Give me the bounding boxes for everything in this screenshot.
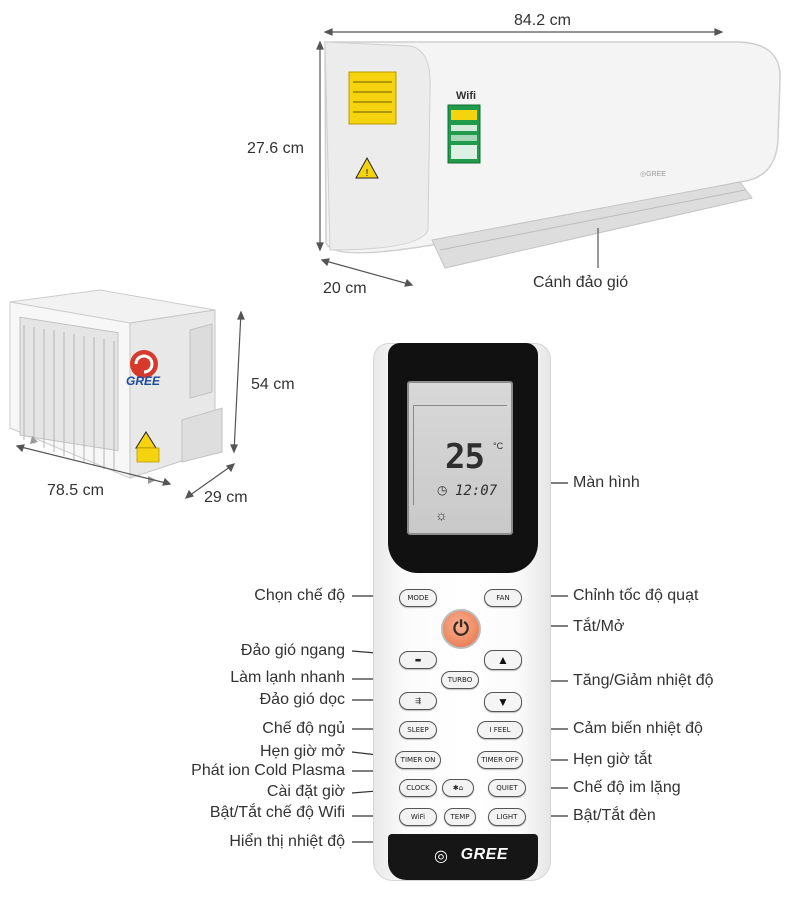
callout-temp-display: Hiển thị nhiệt độ	[229, 833, 345, 850]
indoor-width-label: 84.2 cm	[514, 12, 571, 29]
callout-timer-on: Hẹn giờ mở	[259, 743, 345, 760]
horizontal-swing-icon: ▬	[414, 656, 422, 664]
remote-brand: GREE	[460, 846, 508, 863]
svg-text:!: !	[366, 168, 369, 179]
callout-display: Màn hình	[573, 474, 640, 491]
callout-cold-plasma: Phát ion Cold Plasma	[191, 762, 345, 779]
sun-icon: ☼	[435, 507, 448, 523]
light-button[interactable]: LIGHT	[488, 808, 526, 826]
plasma-icon: ✱⌂	[452, 784, 464, 792]
clock-button[interactable]: CLOCK	[399, 779, 437, 797]
mode-button[interactable]: MODE	[399, 589, 437, 607]
callout-horizontal-swing: Đảo gió ngang	[240, 642, 345, 659]
temp-up-button[interactable]: ▲	[484, 650, 522, 670]
svg-text:◎GREE: ◎GREE	[640, 171, 666, 178]
fan-button[interactable]: FAN	[484, 589, 522, 607]
callout-temp-up-down: Tăng/Giảm nhiệt độ	[573, 672, 714, 689]
outdoor-height-label: 54 cm	[251, 376, 295, 393]
indoor-depth-label: 20 cm	[323, 280, 367, 297]
callout-vertical-swing: Đảo gió dọc	[259, 691, 345, 708]
outdoor-unit	[9, 289, 223, 484]
callout-sleep-mode: Chế độ ngủ	[262, 720, 345, 737]
outdoor-depth-label: 29 cm	[204, 489, 248, 506]
callout-temp-sensor: Cảm biến nhiệt độ	[573, 720, 703, 737]
temp-button[interactable]: TEMP	[444, 808, 476, 826]
outdoor-width-label: 78.5 cm	[47, 482, 104, 499]
outdoor-dimension-lines	[15, 310, 245, 499]
callout-wifi-toggle: Bật/Tắt chế độ Wifi	[209, 804, 345, 821]
lcd-temperature: 25	[445, 437, 485, 477]
timer-off-button[interactable]: TIMER OFF	[477, 751, 523, 769]
callout-turbo-cool: Làm lạnh nhanh	[230, 669, 345, 686]
wifi-badge: Wifi	[456, 90, 477, 102]
wifi-button[interactable]: WiFi	[399, 808, 437, 826]
remote-control: 25 °C ◷ 12:07 ☼ MODE FAN ⏻ ▬ ▲ TURBO ⇶ ▼…	[373, 343, 551, 881]
turbo-button[interactable]: TURBO	[441, 671, 479, 689]
callout-quiet-mode: Chế độ im lặng	[573, 779, 681, 796]
clock-icon: ◷	[437, 483, 448, 497]
temp-down-button[interactable]: ▼	[484, 692, 522, 712]
remote-brand-strip: GREE ◎	[388, 834, 538, 880]
callout-on-off: Tắt/Mở	[573, 618, 625, 635]
vane-label: Cánh đảo gió	[533, 274, 629, 291]
remote-display-bezel: 25 °C ◷ 12:07 ☼	[388, 343, 538, 573]
plasma-button[interactable]: ✱⌂	[442, 779, 474, 797]
callout-set-clock: Cài đặt giờ	[266, 783, 345, 800]
callout-fan-speed: Chỉnh tốc độ quạt	[573, 587, 699, 604]
gree-logo-icon	[130, 350, 158, 378]
timer-on-button[interactable]: TIMER ON	[395, 751, 441, 769]
sleep-button[interactable]: SLEEP	[399, 721, 437, 739]
vertical-swing-button[interactable]: ⇶	[399, 692, 437, 710]
warning-icon	[355, 156, 379, 179]
power-button[interactable]: ⏻	[441, 609, 481, 649]
gree-logo-icon: ◎	[434, 848, 448, 865]
callout-timer-off: Hẹn giờ tắt	[573, 751, 652, 768]
indoor-unit: ! ◎GREE	[324, 41, 781, 269]
quiet-button[interactable]: QUIET	[488, 779, 526, 797]
ifeel-button[interactable]: I FEEL	[477, 721, 523, 739]
lcd-screen: 25 °C ◷ 12:07 ☼	[407, 381, 513, 535]
indoor-dimension-lines	[316, 28, 724, 287]
callout-light-toggle: Bật/Tắt đèn	[573, 807, 656, 824]
callout-mode-select: Chọn chế độ	[254, 587, 345, 604]
outdoor-brand: GREE	[126, 374, 161, 388]
indoor-height-label: 27.6 cm	[247, 140, 304, 157]
lcd-clock: 12:07	[455, 483, 498, 499]
horizontal-swing-button[interactable]: ▬	[399, 651, 437, 669]
vertical-swing-icon: ⇶	[415, 697, 421, 705]
lcd-temp-unit: °C	[493, 441, 504, 451]
